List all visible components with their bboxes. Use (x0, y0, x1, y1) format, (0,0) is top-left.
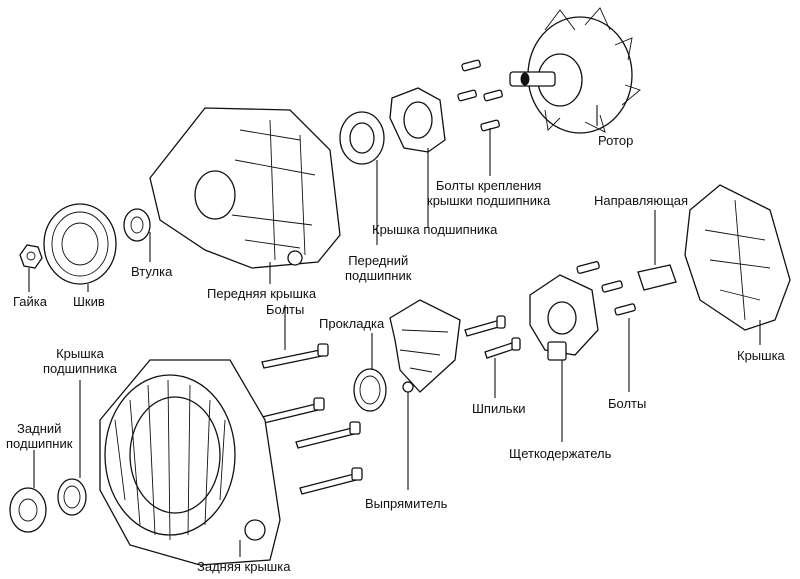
label-bolts-long: Болты (266, 302, 305, 317)
brush-holder-part (529, 274, 599, 361)
label-brush-holder: Щеткодержатель (509, 446, 612, 461)
label-rear-bearing: Задний подшипник (6, 421, 73, 451)
leader-lines (28, 105, 761, 557)
end-cover-part (684, 184, 791, 331)
rear-housing-part (99, 359, 281, 566)
front-bearing-part (339, 111, 385, 165)
studs-part (464, 315, 521, 359)
label-cover: Крышка (737, 348, 785, 363)
right-bolts (576, 261, 636, 316)
rectifier-part (389, 299, 461, 393)
long-bolts (257, 343, 363, 495)
label-rear-cover: Задняя крышка (197, 559, 291, 574)
nut-part (19, 244, 43, 269)
label-rectifier: Выпрямитель (365, 496, 448, 511)
label-nut: Гайка (13, 294, 48, 309)
label-rotor: Ротор (598, 133, 634, 148)
rear-bearing-cover-part (57, 478, 87, 516)
bearing-cover-plate (389, 87, 446, 153)
label-bearing-cover: Крышка подшипника (372, 222, 498, 237)
bearing-cover-bolts (457, 59, 503, 132)
label-front-bearing: Передний подшипник (345, 253, 412, 283)
label-rotor-bolts: Болты крепления крышки подшипника (427, 178, 551, 208)
label-front-cover: Передняя крышка (207, 286, 317, 301)
rear-bearing-part (9, 487, 47, 533)
gasket-part (353, 368, 387, 412)
label-bolts-right: Болты (608, 396, 647, 411)
pulley-part (43, 203, 117, 285)
label-studs: Шпильки (472, 401, 526, 416)
rotor-part (509, 7, 641, 134)
label-guide: Направляющая (594, 193, 689, 208)
label-bushing: Втулка (131, 264, 173, 279)
front-cover-part (149, 107, 341, 269)
label-gasket: Прокладка (319, 316, 385, 331)
label-rear-bearing-cover: Крышка подшипника (43, 346, 117, 376)
guide-part (637, 264, 677, 291)
bushing-part (123, 208, 151, 242)
label-pulley: Шкив (73, 294, 105, 309)
